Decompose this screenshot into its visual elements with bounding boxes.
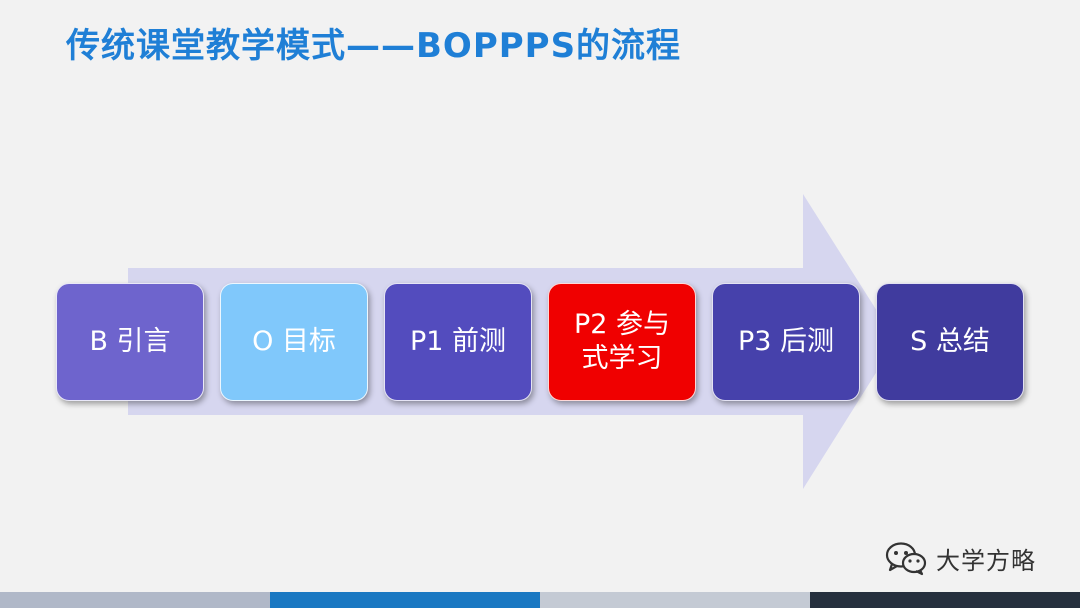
step-label: P3 后测 bbox=[737, 326, 835, 357]
step-p3: P3 后测 bbox=[712, 283, 860, 401]
step-b: B 引言 bbox=[56, 283, 204, 401]
step-label: O 目标 bbox=[252, 326, 336, 357]
step-label: S 总结 bbox=[910, 326, 990, 357]
footer-bar bbox=[810, 592, 1080, 608]
brand-badge: 大学方略 bbox=[884, 540, 1036, 576]
step-o: O 目标 bbox=[220, 283, 368, 401]
footer-bar bbox=[0, 592, 270, 608]
footer-bars bbox=[0, 592, 1080, 608]
step-s: S 总结 bbox=[876, 283, 1024, 401]
step-label: P1 前测 bbox=[409, 326, 507, 357]
step-label: P2 参与式学习 bbox=[573, 309, 671, 374]
brand-name: 大学方略 bbox=[936, 546, 1036, 575]
step-label: B 引言 bbox=[89, 326, 171, 357]
wechat-icon bbox=[885, 542, 927, 576]
footer-bar bbox=[270, 592, 540, 608]
step-p1: P1 前测 bbox=[384, 283, 532, 401]
page-title: 传统课堂教学模式——BOPPPS的流程 bbox=[66, 26, 682, 66]
footer-bar bbox=[540, 592, 810, 608]
step-p2: P2 参与式学习 bbox=[548, 283, 696, 401]
process-steps: B 引言 O 目标 P1 前测 P2 参与式学习 P3 后测 S 总结 bbox=[56, 283, 1024, 401]
